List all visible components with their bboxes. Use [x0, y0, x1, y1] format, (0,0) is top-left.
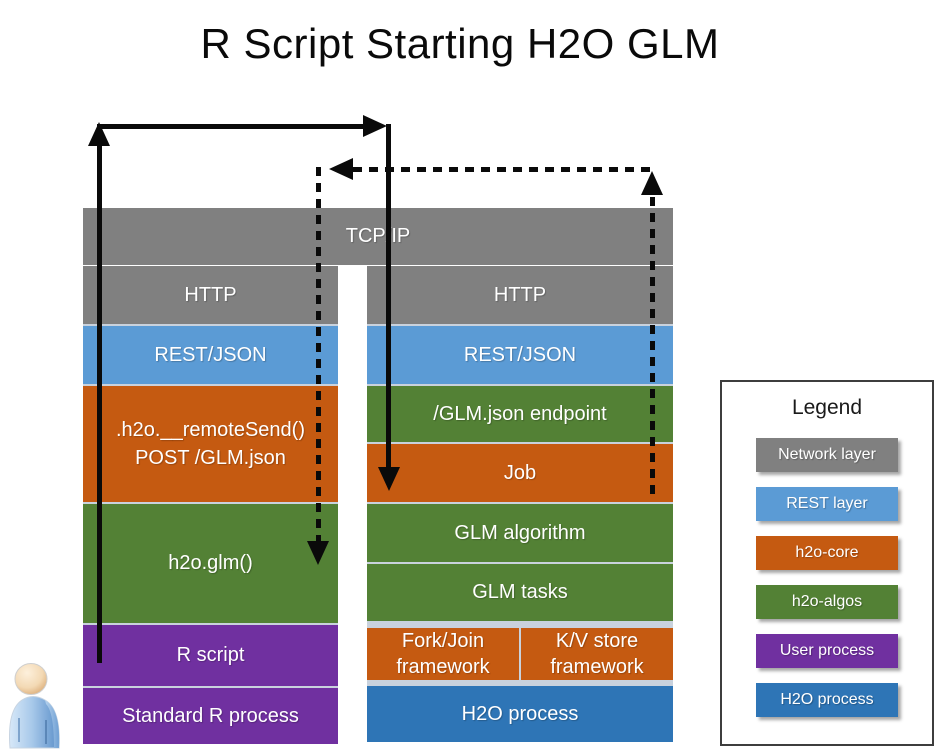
request-arrowhead-down-icon [378, 467, 400, 491]
left-http-label: HTTP [184, 283, 237, 306]
kvstore-framework-label: K/V store framework [550, 629, 644, 678]
legend-label-h2o-process: H2O process [780, 691, 874, 708]
tcpip-label: TCP/IP [345, 225, 411, 247]
glm-algorithm-block: GLM algorithm [367, 504, 673, 562]
request-arrowhead-right-icon [363, 115, 387, 137]
standard-r-process-label: Standard R process [122, 704, 299, 727]
remote-send-block: .h2o.__remoteSend() POST /GLM.json [83, 386, 338, 502]
kvstore-framework-block: K/V store framework [521, 627, 673, 680]
legend-label-network-layer: Network layer [778, 446, 876, 463]
legend-chip-network-layer: Network layer [756, 438, 898, 472]
left-http-layer: HTTP [83, 266, 338, 324]
legend-panel: Legend Network layer REST layer h2o-core… [720, 380, 934, 746]
r-script-block: R script [83, 625, 338, 686]
tcpip-layer-bar: TCP/IP [83, 208, 673, 265]
legend-chip-user-process: User process [756, 634, 898, 668]
request-arrow-up-segment [97, 144, 102, 663]
request-arrow-horizontal-segment [97, 124, 364, 129]
right-http-label: HTTP [493, 283, 547, 306]
standard-r-process-block: Standard R process [83, 688, 338, 744]
response-arrowhead-up-icon [641, 171, 663, 195]
glm-algorithm-label: GLM algorithm [454, 521, 586, 544]
response-arrow-up-segment [650, 197, 655, 494]
glm-tasks-block: GLM tasks [367, 564, 673, 621]
right-stack-h2o-process: HTTP REST/JSON /GLM.json endpoint Job GL… [367, 266, 673, 742]
legend-label-h2o-algos: h2o-algos [791, 593, 863, 610]
legend-chip-h2o-core: h2o-core [756, 536, 898, 570]
h2o-glm-call-label: h2o.glm() [168, 552, 253, 574]
forkjoin-framework-label: Fork/Join framework [396, 629, 490, 678]
response-arrowhead-left-icon [329, 158, 353, 180]
left-rest-label: REST/JSON [154, 343, 267, 366]
left-rest-json-layer: REST/JSON [83, 326, 338, 384]
right-rest-label: REST/JSON [463, 343, 577, 366]
r-script-label: R script [176, 644, 245, 666]
frameworks-row: Fork/Join framework K/V store framework [367, 623, 673, 684]
response-arrow-horizontal-segment [353, 167, 652, 172]
left-stack-r-process: HTTP REST/JSON .h2o.__remoteSend() POST … [83, 266, 338, 744]
legend-label-h2o-core: h2o-core [795, 544, 859, 561]
request-arrow-down-segment [386, 124, 391, 467]
h2o-process-block: H2O process [367, 686, 673, 742]
response-arrow-down-segment [316, 167, 321, 541]
response-arrowhead-down-icon [307, 541, 329, 565]
glm-endpoint-label: /GLM.json endpoint [433, 402, 607, 425]
legend-title: Legend [791, 396, 863, 419]
glm-tasks-label: GLM tasks [472, 581, 568, 603]
remote-send-line1: .h2o.__remoteSend() [115, 419, 305, 441]
h2o-process-label: H2O process [461, 702, 579, 725]
forkjoin-framework-block: Fork/Join framework [367, 627, 519, 680]
h2o-glm-call-block: h2o.glm() [83, 504, 338, 623]
job-label: Job [503, 461, 537, 484]
right-rest-json-layer: REST/JSON [367, 326, 673, 384]
legend-chip-h2o-process: H2O process [756, 683, 898, 717]
legend-label-rest-layer: REST layer [786, 495, 868, 512]
remote-send-line2: POST /GLM.json [135, 447, 286, 469]
page-title: R Script Starting H2O GLM [200, 20, 720, 67]
right-http-layer: HTTP [367, 266, 673, 324]
user-person-icon [9, 663, 60, 749]
legend-items: Network layer REST layer h2o-core h2o-al… [756, 438, 898, 717]
legend-chip-h2o-algos: h2o-algos [756, 585, 898, 619]
glm-endpoint-block: /GLM.json endpoint [367, 386, 673, 442]
legend-label-user-process: User process [779, 642, 875, 659]
job-block: Job [367, 444, 673, 502]
legend-chip-rest-layer: REST layer [756, 487, 898, 521]
